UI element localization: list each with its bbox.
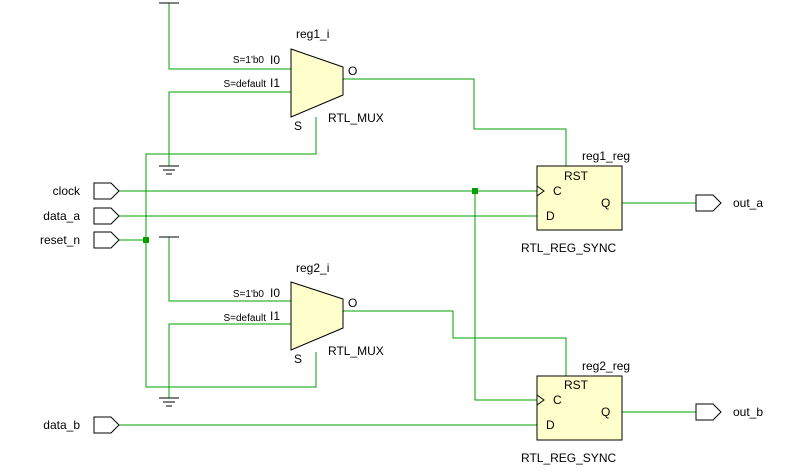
register-pin-q: Q [601, 405, 610, 419]
register-reg2-reg[interactable]: reg2_reg RST C D Q RTL_REG_SYNC [521, 359, 630, 465]
input-port-icon [93, 182, 120, 200]
mux-i1-condition: S=default [223, 313, 266, 324]
mux-pin-i1: I1 [270, 76, 280, 90]
junction-clock [472, 188, 478, 194]
ground-terminal-icon [159, 397, 179, 407]
port-label-reset-n: reset_n [40, 233, 80, 247]
register-pin-rst: RST [564, 378, 589, 392]
mux-type: RTL_MUX [328, 111, 384, 125]
port-label-clock: clock [53, 184, 81, 198]
clock-edge-icon [536, 394, 545, 406]
input-port-icon [93, 231, 120, 249]
wire-reg2-i-i1-to-gnd[interactable] [168, 323, 291, 398]
mux-reg1-i[interactable]: reg1_i S=1'b0 S=default I0 I1 O S RTL_MU… [223, 27, 383, 133]
register-type: RTL_REG_SYNC [521, 451, 616, 465]
mux-reg2-i[interactable]: reg2_i S=1'b0 S=default I0 I1 O S RTL_MU… [223, 261, 383, 366]
junction-reset-n [143, 237, 149, 243]
port-label-out-b: out_b [733, 405, 763, 419]
port-label-data-b: data_b [43, 418, 80, 432]
input-ports: clock data_a reset_n data_b [40, 182, 120, 434]
wire-vcc2-to-reg2-i-i0[interactable] [168, 237, 291, 302]
mux-pin-o: O [348, 296, 357, 310]
mux-i0-condition: S=1'b0 [233, 55, 265, 66]
mux-i0-condition: S=1'b0 [233, 289, 265, 300]
wire-vcc1-to-reg1-i-i0[interactable] [168, 3, 291, 70]
ground-terminal-icon [159, 165, 179, 175]
register-pin-c: C [553, 393, 562, 407]
register-pin-d: D [546, 418, 555, 432]
power-terminals [159, 2, 179, 407]
mux-pin-i0: I0 [270, 286, 280, 300]
register-pin-d: D [546, 209, 555, 223]
register-pin-q: Q [601, 196, 610, 210]
port-data-b[interactable]: data_b [43, 416, 120, 434]
clock-edge-icon [536, 185, 545, 197]
mux-pin-s: S [294, 119, 302, 133]
port-data-a[interactable]: data_a [43, 207, 120, 225]
wire-reset-n[interactable] [119, 239, 317, 388]
register-reg1-reg[interactable]: reg1_reg RST C D Q RTL_REG_SYNC [521, 149, 630, 255]
wire-reg1-i-i1-to-gnd[interactable] [168, 91, 291, 166]
register-body [536, 375, 623, 441]
output-port-icon [695, 403, 722, 421]
wire-clock-to-reg2-c[interactable] [474, 191, 537, 401]
mux-pin-i0: I0 [270, 53, 280, 67]
mux-pin-s: S [294, 352, 302, 366]
register-pin-rst: RST [564, 169, 589, 183]
register-body [536, 165, 623, 231]
wire-reg1-i-o-to-reg1-rst[interactable] [343, 78, 567, 166]
output-port-icon [695, 194, 722, 212]
register-instance-name: reg1_reg [582, 149, 630, 163]
wire-reg2-i-o-to-reg2-rst[interactable] [343, 310, 567, 376]
wires [119, 3, 696, 426]
mux-instance-name: reg1_i [296, 27, 329, 41]
mux-type: RTL_MUX [328, 344, 384, 358]
output-ports: out_a out_b [695, 194, 763, 421]
port-out-b[interactable]: out_b [695, 403, 763, 421]
mux-pin-i1: I1 [270, 309, 280, 323]
port-label-data-a: data_a [43, 209, 80, 223]
input-port-icon [93, 416, 120, 434]
port-clock[interactable]: clock [53, 182, 120, 200]
mux-pin-o: O [348, 64, 357, 78]
mux-i1-condition: S=default [223, 79, 266, 90]
input-port-icon [93, 207, 120, 225]
port-reset-n[interactable]: reset_n [40, 231, 120, 249]
port-label-out-a: out_a [733, 196, 763, 210]
register-instance-name: reg2_reg [582, 359, 630, 373]
register-pin-c: C [553, 184, 562, 198]
register-type: RTL_REG_SYNC [521, 241, 616, 255]
mux-instance-name: reg2_i [296, 261, 329, 275]
wire-reg1-i-s[interactable] [145, 117, 317, 240]
mux-symbol-icon [290, 48, 344, 118]
mux-symbol-icon [290, 281, 344, 351]
port-out-a[interactable]: out_a [695, 194, 763, 212]
